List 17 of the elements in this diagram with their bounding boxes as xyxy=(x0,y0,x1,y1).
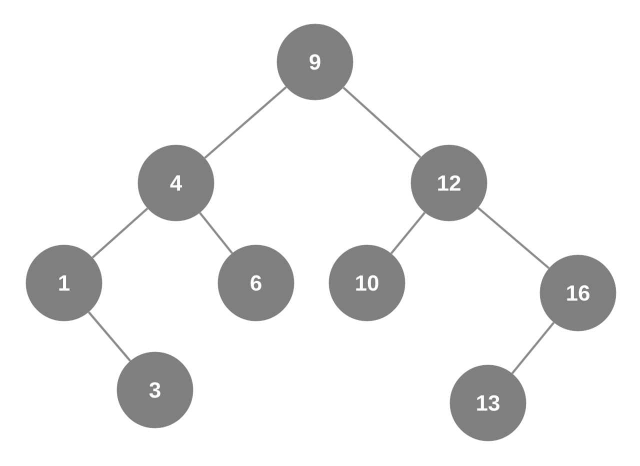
tree-node: 4 xyxy=(138,144,214,222)
tree-node: 6 xyxy=(218,244,294,322)
tree-edge xyxy=(88,311,132,362)
tree-edge xyxy=(390,212,426,254)
tree-edge xyxy=(511,322,555,374)
tree-edge xyxy=(204,86,287,159)
tree-edge xyxy=(477,206,550,270)
tree-node: 9 xyxy=(276,24,354,100)
tree-node: 3 xyxy=(116,352,194,428)
tree-edge xyxy=(92,208,148,258)
tree-node: 12 xyxy=(410,144,488,222)
tree-edge xyxy=(199,212,233,254)
tree-node: 13 xyxy=(450,364,526,442)
tree-node: 1 xyxy=(26,244,102,322)
tree-edge xyxy=(342,86,422,158)
tree-node: 16 xyxy=(540,254,616,332)
tree-node: 10 xyxy=(328,244,406,322)
